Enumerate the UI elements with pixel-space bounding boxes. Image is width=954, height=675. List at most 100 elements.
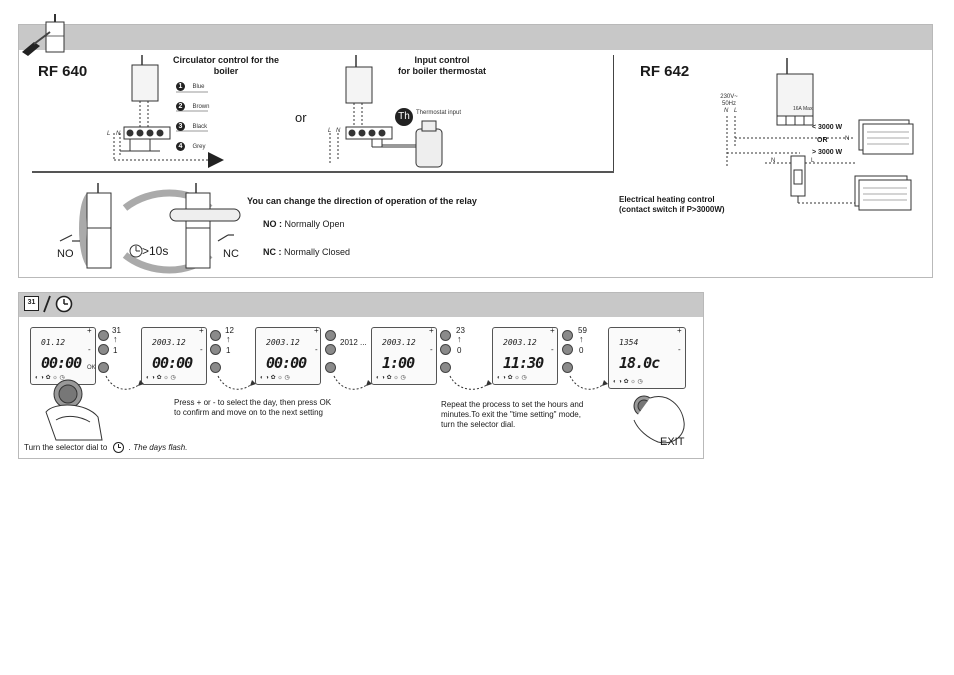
rf642-voltage: 230V~ 50Hz: [712, 94, 746, 108]
rf642-terminal-N: N: [724, 108, 729, 114]
instruction-repeat: Repeat the process to set the hours and …: [441, 400, 583, 430]
lcd-step-5: 2003.12 11:30 ◐ ◑ ✿ ☼ ◷: [492, 327, 558, 385]
lcd-date: 2003.12: [382, 338, 416, 347]
step5-minus-sign: -: [551, 345, 554, 354]
wire-legend-item: 3 Black: [176, 115, 207, 133]
rf642-gt3000: > 3000 W: [812, 149, 843, 156]
rf642-voltage-line1: 230V~: [720, 94, 738, 100]
rf640-module-thermostat: [329, 55, 443, 168]
step4-plus-sign: +: [429, 326, 434, 335]
lcd-date: 01.12: [41, 338, 66, 347]
flow-arrow-icon: [449, 375, 492, 390]
step4-ok-button[interactable]: [440, 362, 451, 373]
relay-timer-label: >10s: [142, 244, 169, 258]
step1-ok-label: OK: [87, 365, 96, 371]
step1-minus-button[interactable]: [98, 344, 109, 355]
step6-plus-sign: +: [677, 326, 682, 335]
circulator-title: Circulator control for the boiler: [172, 55, 279, 76]
rf642-max-label: 16A Max: [793, 106, 813, 112]
instruction-repeat-line1: Repeat the process to set the hours and: [441, 400, 584, 409]
wire-legend-item: 1 Blue: [176, 75, 204, 93]
step5-plus-button[interactable]: [562, 330, 573, 341]
step4-range-top: 23: [456, 326, 465, 335]
step2-ok-button[interactable]: [210, 362, 221, 373]
step1-plus-button[interactable]: [98, 330, 109, 341]
lcd-step-6: 1354 18.0c ◐ ◑ ✿ ☼ ◷: [608, 327, 686, 389]
lcd-mode-icons: ◐ ◑ ✿ ☼ ◷: [146, 375, 176, 381]
bottom-panel: [18, 292, 704, 459]
lcd-mode-icons: ◐ ◑ ✿ ☼ ◷: [260, 375, 290, 381]
step1-range-top: 31: [112, 326, 121, 335]
step3-minus-button[interactable]: [325, 344, 336, 355]
step1-plus-sign: +: [87, 326, 92, 335]
rf640-terminal-L: L: [107, 131, 111, 137]
wire-number-badge: 3: [176, 122, 185, 131]
rf642-voltage-line2: 50Hz: [721, 101, 736, 107]
step4-minus-button[interactable]: [440, 344, 451, 355]
selector-dial-hand: [45, 379, 103, 441]
section-divider-vertical: [613, 55, 614, 171]
rf640-module-circulator: [113, 55, 224, 168]
step1-ok-button[interactable]: [98, 362, 109, 373]
lcd-date: 2003.12: [152, 338, 186, 347]
step3-minus-sign: -: [315, 345, 318, 354]
instruction-repeat-line2: minutes.To exit the "time setting" mode,: [441, 410, 581, 419]
lcd-date: 1354: [619, 338, 639, 347]
instruction-repeat-line3: turn the selector dial.: [441, 420, 516, 429]
instruction-turn-prefix: Turn the selector dial to: [24, 443, 108, 452]
wire-color-name: Brown: [192, 104, 210, 110]
step2-range-top: 12: [225, 326, 234, 335]
step5-range-top: 59: [578, 326, 587, 335]
step2-plus-button[interactable]: [210, 330, 221, 341]
flow-arrow-icon: [569, 375, 608, 390]
top-header-bar: [19, 25, 932, 50]
step3-plus-button[interactable]: [325, 330, 336, 341]
th-badge: Th: [395, 108, 413, 126]
step5-range-bottom: 0: [579, 346, 584, 355]
rf642-n2-label: N: [771, 158, 776, 164]
step5-ok-button[interactable]: [562, 362, 573, 373]
step4-plus-button[interactable]: [440, 330, 451, 341]
screwdriver-icon: [22, 14, 65, 56]
lcd-temperature: 18.0c: [619, 354, 660, 372]
exit-label: EXIT: [660, 436, 685, 448]
relay-nc-label: NC: [223, 248, 239, 260]
calendar-icon: 31: [24, 296, 39, 311]
step2-minus-button[interactable]: [210, 344, 221, 355]
or-label: or: [295, 110, 307, 125]
step2-range-bottom: 1: [226, 346, 231, 355]
step1-range-bottom: 1: [113, 346, 118, 355]
step5-arrow-up-icon: ↑: [579, 334, 584, 344]
step2-minus-sign: -: [200, 345, 203, 354]
calendar-icon-day: 31: [27, 299, 36, 306]
lcd-step-3: 2003.12 00:00 ◐ ◑ ✿ ☼ ◷: [255, 327, 321, 385]
step1-arrow-up-icon: ↑: [113, 334, 118, 344]
step3-plus-sign: +: [314, 326, 319, 335]
step5-minus-button[interactable]: [562, 344, 573, 355]
rf640-terminal-N: N: [116, 131, 121, 137]
section-divider-horizontal: [32, 171, 614, 173]
step6-minus-sign: -: [678, 345, 681, 354]
lcd-mode-icons: ◐ ◑ ✿ ☼ ◷: [497, 375, 527, 381]
rf640b-terminal-N: N: [336, 128, 341, 134]
relay-nc-text: Normally Closed: [284, 247, 351, 257]
instruction-turn-suffix: . The days flash.: [128, 443, 188, 452]
instruction-turn: Turn the selector dial to . The days fla…: [24, 442, 188, 454]
step4-arrow-up-icon: ↑: [457, 334, 462, 344]
rf642-or: OR: [817, 137, 828, 144]
lcd-mode-icons: ◐ ◑ ✿ ☼ ◷: [35, 375, 65, 381]
lcd-time: 00:00: [152, 354, 193, 372]
rf642-caption-line2: (contact switch if P>3000W): [619, 205, 725, 214]
instruction-press-line1: Press + or - to select the day, then pre…: [174, 398, 332, 407]
lcd-date: 2003.12: [266, 338, 300, 347]
step3-range-top: 2012 ...: [340, 338, 367, 347]
step3-ok-button[interactable]: [325, 362, 336, 373]
rf642-wiring-diagram: [726, 58, 914, 211]
clock-icon: [55, 295, 73, 313]
thermostat-input-label: Thermostat input: [416, 110, 462, 116]
step4-minus-sign: -: [430, 345, 433, 354]
relay-title: You can change the direction of operatio…: [247, 196, 477, 206]
input-control-title-line2: for boiler thermostat: [397, 66, 486, 76]
top-panel: [18, 24, 933, 278]
flow-arrow-icon: [217, 375, 256, 390]
